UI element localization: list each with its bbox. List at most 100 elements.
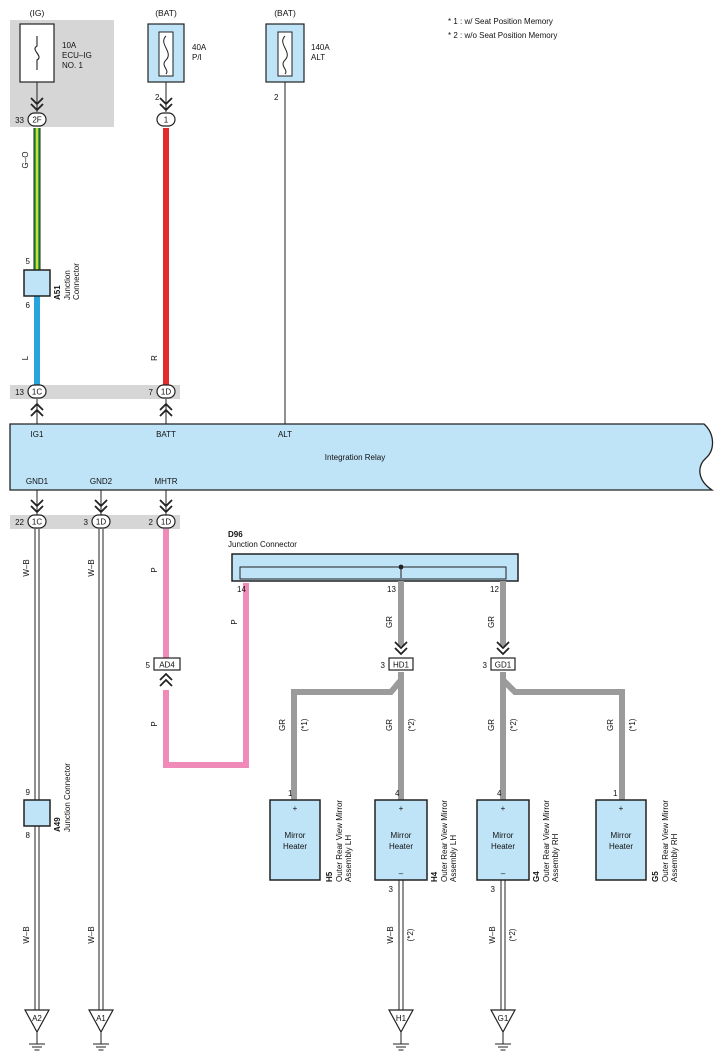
mhtr-p-wire bbox=[163, 529, 249, 768]
gnd1-wire bbox=[34, 529, 40, 1010]
g4-name1: Outer Rear View Mirror bbox=[542, 800, 551, 882]
ig-2f-connector: 2F 33 bbox=[15, 112, 47, 127]
gr-wires bbox=[291, 581, 625, 800]
conn-1-label: 1 bbox=[164, 116, 169, 125]
wire-label-wb-4: W–B bbox=[87, 926, 96, 943]
bat2-pin: 2 bbox=[274, 93, 279, 102]
h5-plus: + bbox=[293, 804, 298, 813]
d96-junction-connector: D96 Junction Connector 14 13 12 bbox=[228, 530, 519, 594]
h4-minus: – bbox=[399, 869, 404, 878]
wire-label-wb-3: W–B bbox=[22, 926, 31, 943]
ig-fuse-block: (IG) 10A ECU–IG NO. 1 bbox=[10, 8, 114, 127]
wire-label-gr-5: GR bbox=[487, 719, 496, 731]
a51-name1: Junction bbox=[63, 270, 72, 300]
ad4-pin: 5 bbox=[146, 661, 151, 670]
alt-fuse-link bbox=[277, 31, 293, 77]
wire-label-r: R bbox=[150, 355, 159, 361]
hd1-connector: HD1 3 bbox=[381, 641, 414, 671]
relay-batt-connector: 1D 7 bbox=[149, 384, 176, 424]
bat2-source-label: (BAT) bbox=[274, 8, 296, 18]
a49-junction-connector: 9 8 A49 Junction Connector bbox=[23, 763, 72, 840]
h5-name2: Assembly LH bbox=[344, 835, 353, 882]
h4-plus: + bbox=[399, 804, 404, 813]
g4-pin: 4 bbox=[497, 789, 502, 798]
h4-label1: Mirror bbox=[391, 831, 412, 840]
conn-1d-gnd2-label: 1D bbox=[96, 518, 106, 527]
g4-label2: Heater bbox=[491, 842, 515, 851]
fuse-element-icon bbox=[34, 36, 40, 70]
fusible-link-icon bbox=[163, 35, 169, 75]
wire-label-gr-2: GR bbox=[487, 616, 496, 628]
bat-fuse-pi: (BAT) 40A P/I bbox=[147, 8, 207, 83]
h4-pin: 4 bbox=[395, 789, 400, 798]
g4-id: G4 bbox=[532, 871, 541, 882]
h5-pin: 1 bbox=[288, 789, 293, 798]
g4-name2: Assembly RH bbox=[551, 833, 560, 882]
notes: * 1 : w/ Seat Position Memory * 2 : w/o … bbox=[448, 17, 557, 40]
relay-pin-3: 3 bbox=[84, 518, 89, 527]
g5-pin: 1 bbox=[613, 789, 618, 798]
relay-label-alt: ALT bbox=[278, 430, 292, 439]
wire-label-gr-4: GR bbox=[385, 719, 394, 731]
wire-label-wb-2: W–B bbox=[87, 559, 96, 576]
bat-fuse-alt: (BAT) 140A ALT bbox=[265, 8, 330, 83]
variant-label-h4: (*2) bbox=[407, 718, 416, 731]
wire-label-gr-3: GR bbox=[278, 719, 287, 731]
mirror-heater-h4: 4 + Mirror Heater – H4 Outer Rear View M… bbox=[374, 789, 458, 882]
wire-label-gr-6: GR bbox=[606, 719, 615, 731]
relay-pin-7: 7 bbox=[149, 388, 154, 397]
wire-label-go: G–O bbox=[21, 152, 30, 169]
fusible-link-icon bbox=[282, 35, 288, 75]
ground-a2-label: A2 bbox=[32, 1014, 42, 1023]
ground-icon bbox=[28, 1043, 46, 1051]
h5-label1: Mirror bbox=[285, 831, 306, 840]
h5-id: H5 bbox=[325, 871, 334, 882]
wire-label-wb-6: W–B bbox=[488, 926, 497, 943]
h5-name1: Outer Rear View Mirror bbox=[335, 800, 344, 882]
ground-point-g1: G1 bbox=[489, 1009, 517, 1051]
bat1-pin: 2 bbox=[155, 93, 160, 102]
g4-label1: Mirror bbox=[493, 831, 514, 840]
mirror-heater-h5: 1 + Mirror Heater H5 Outer Rear View Mir… bbox=[269, 789, 353, 882]
a49-pin-9: 9 bbox=[26, 788, 31, 797]
ground-g1-label: G1 bbox=[498, 1014, 509, 1023]
wire-label-p-1: P bbox=[150, 567, 159, 572]
integration-relay: IG1 BATT ALT Integration Relay GND1 GND2… bbox=[9, 423, 715, 491]
gd1-pin: 3 bbox=[483, 661, 488, 670]
bat1-source-label: (BAT) bbox=[155, 8, 177, 18]
ig-fuse-name1: ECU–IG bbox=[62, 51, 92, 60]
ig-top-arrow bbox=[30, 97, 44, 112]
a49-pin-8: 8 bbox=[26, 831, 31, 840]
a51-pin-5: 5 bbox=[26, 257, 31, 266]
g5-name1: Outer Rear View Mirror bbox=[661, 800, 670, 882]
splice-point bbox=[398, 564, 404, 570]
wire-label-p-2: P bbox=[150, 721, 159, 726]
ig-pin-33: 33 bbox=[15, 116, 24, 125]
a51-junction-connector: 5 6 A51 Junction Connector bbox=[23, 257, 81, 310]
relay-gnd1-connector: 1C 22 bbox=[15, 490, 47, 529]
ground-icon bbox=[392, 1043, 410, 1051]
relay-label-gnd2: GND2 bbox=[90, 477, 113, 486]
d96-name: Junction Connector bbox=[228, 540, 297, 549]
pi-fuse-rating: 40A bbox=[192, 43, 207, 52]
h5-label2: Heater bbox=[283, 842, 307, 851]
ground-point-h1: H1 bbox=[387, 1009, 415, 1051]
pi-fuse-name: P/I bbox=[192, 53, 202, 62]
wire-label-p-3: P bbox=[230, 619, 239, 624]
g4-gnd-wire: 3 bbox=[491, 880, 506, 1010]
g4-plus: + bbox=[501, 804, 506, 813]
mirror-heater-g5: 1 + Mirror Heater G5 Outer Rear View Mir… bbox=[595, 789, 679, 882]
g4-minus: – bbox=[501, 869, 506, 878]
ig-fuse-name2: NO. 1 bbox=[62, 61, 83, 70]
g5-label1: Mirror bbox=[611, 831, 632, 840]
relay-label-mhtr: MHTR bbox=[154, 477, 177, 486]
relay-input-band bbox=[10, 385, 180, 399]
conn-2f-label: 2F bbox=[32, 116, 41, 125]
h4-name1: Outer Rear View Mirror bbox=[440, 800, 449, 882]
g5-name2: Assembly RH bbox=[670, 833, 679, 882]
conn-1d-label: 1D bbox=[161, 388, 171, 397]
h4-gnd-pin: 3 bbox=[389, 885, 394, 894]
a51-pin-6: 6 bbox=[26, 301, 31, 310]
variant-label-g5: (*1) bbox=[628, 718, 637, 731]
ig-source-label: (IG) bbox=[30, 8, 45, 18]
